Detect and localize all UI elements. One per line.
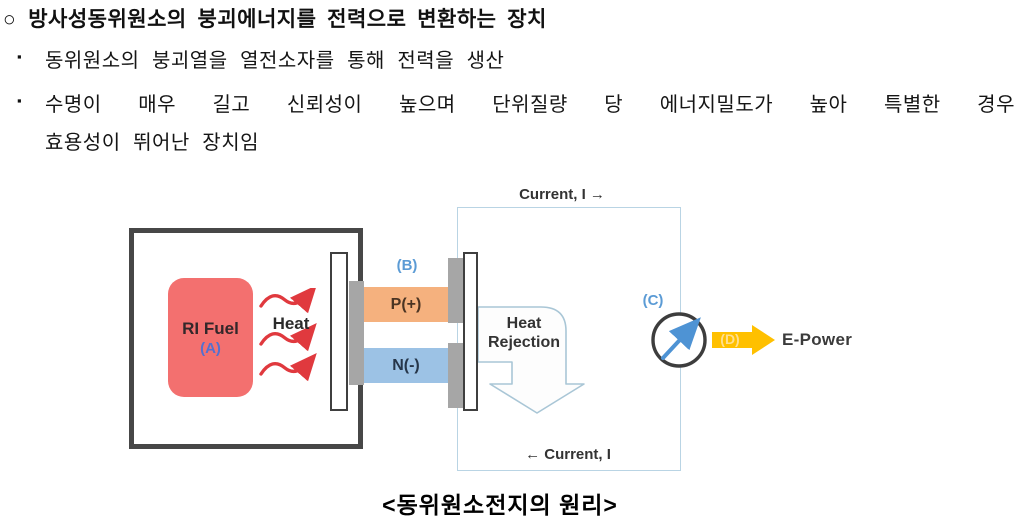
n-type-leg: N(-) — [364, 348, 448, 383]
p-leg-label: P(+) — [390, 295, 422, 313]
heat-rejection-arrow-icon — [477, 306, 585, 414]
bullet-text-2: 수명이 매우 길고 신뢰성이 높으며 단위질량 당 에너지밀도가 높아 특별한 … — [45, 94, 1015, 116]
voltmeter-gauge-icon — [651, 312, 707, 368]
square-bullet-icon: ▪ — [17, 93, 22, 108]
heading-text: 방사성동위원소의 붕괴에너지를 전력으로 변환하는 장치 — [28, 7, 547, 31]
e-power-label: E-Power — [782, 330, 853, 349]
label-c: (C) — [642, 292, 664, 309]
square-bullet-icon: ▪ — [17, 49, 22, 64]
label-d: (D) — [720, 331, 740, 347]
heading-line: ○ 방사성동위원소의 붕괴에너지를 전력으로 변환하는 장치 — [3, 3, 1003, 33]
figure-caption: <동위원소전지의 원리> — [382, 492, 618, 518]
bullet-line-1: ▪ 동위원소의 붕괴열을 열전소자를 통해 전력을 생산 — [0, 44, 1024, 74]
bullet-line-2: ▪ 수명이 매우 길고 신뢰성이 높으며 단위질량 당 에너지밀도가 높아 특별… — [0, 88, 1024, 118]
current-top-label: Current, I → — [519, 186, 605, 203]
circle-bullet-icon: ○ — [3, 7, 17, 31]
heat-wave-arrows-icon — [259, 288, 317, 382]
heat-rejection-label: Heat Rejection — [486, 314, 562, 352]
label-a: (A) — [200, 339, 221, 357]
cold-side-plate — [463, 252, 478, 411]
cold-connector-top — [448, 258, 463, 323]
bullet-text-1: 동위원소의 붕괴열을 열전소자를 통해 전력을 생산 — [45, 50, 505, 72]
hot-connector-block — [349, 281, 364, 385]
ri-fuel-label: RI Fuel — [182, 318, 239, 338]
bullet-text-2-continued: 효용성이 뛰어난 장치임 — [45, 132, 259, 154]
heat-label: Heat — [272, 314, 310, 333]
cold-connector-bottom — [448, 343, 463, 408]
current-bottom-label: ← Current, I — [525, 446, 611, 463]
e-power-arrow-icon — [712, 325, 775, 355]
p-type-leg: P(+) — [364, 287, 448, 322]
hot-side-plate — [330, 252, 348, 411]
n-leg-label: N(-) — [392, 356, 420, 374]
label-b: (B) — [396, 257, 418, 274]
heat-rejection-line1: Heat — [506, 315, 542, 332]
bullet-line-2-cont: 효용성이 뛰어난 장치임 — [0, 126, 1024, 156]
ri-fuel-block: RI Fuel (A) — [168, 278, 253, 397]
heat-rejection-line2: Rejection — [487, 334, 560, 351]
